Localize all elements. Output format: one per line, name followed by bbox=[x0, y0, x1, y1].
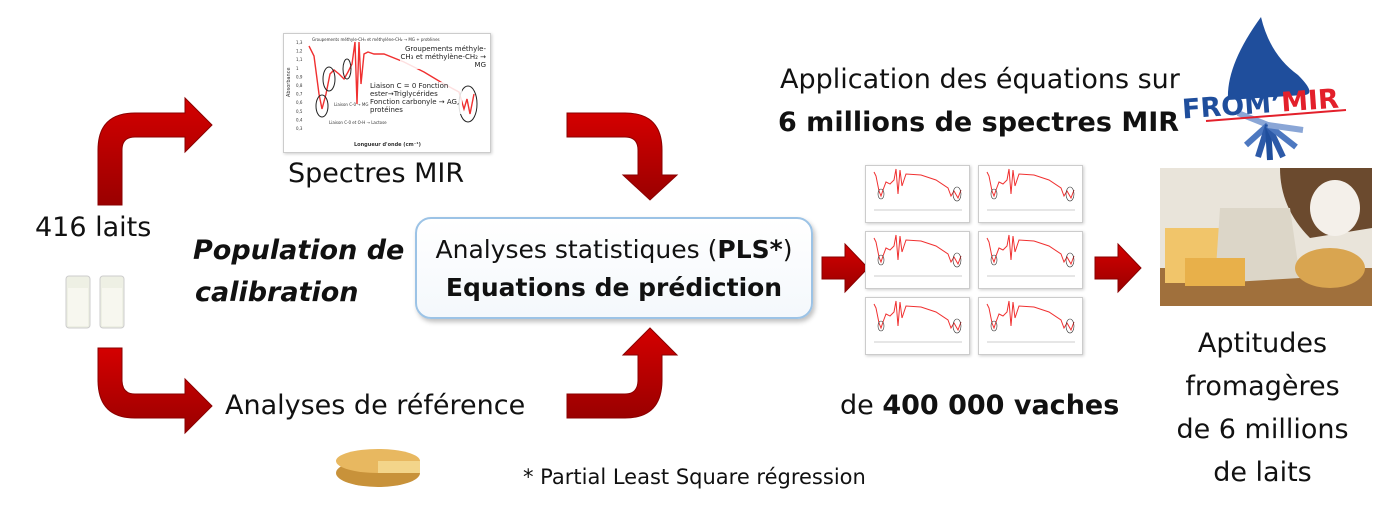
y-tick-label: 0,6 bbox=[296, 100, 303, 105]
cheese-and-cow-photo bbox=[1160, 168, 1372, 306]
mini-spectrum-chart bbox=[865, 297, 970, 355]
application-line1: Application des équations sur bbox=[780, 64, 1180, 95]
pls-acronym: PLS* bbox=[717, 235, 783, 264]
annotation-lactose: Liaison C-0 et O-H → Lactose bbox=[329, 120, 387, 125]
y-tick-label: 0,3 bbox=[296, 126, 303, 131]
mini-spectrum-chart bbox=[978, 165, 1083, 223]
mini-spectrum-plot bbox=[873, 234, 962, 277]
y-tick-label: 0,9 bbox=[296, 74, 303, 79]
mini-spectrum-plot bbox=[986, 234, 1075, 277]
result-line4: de laits bbox=[1213, 457, 1312, 488]
mini-spectrum-chart bbox=[865, 165, 970, 223]
mini-spectrum-chart bbox=[978, 297, 1083, 355]
logo-text-red: MIR bbox=[1280, 83, 1340, 119]
drop-icon bbox=[1205, 17, 1347, 161]
y-tick-label: 1,3 bbox=[296, 40, 303, 45]
cheese-wheel-image bbox=[336, 449, 420, 487]
arrow-reference-to-pls bbox=[566, 327, 679, 419]
y-tick-label: 0,5 bbox=[296, 109, 303, 114]
spectrum-ylabel: Absorbance bbox=[286, 67, 292, 97]
result-line1: Aptitudes bbox=[1197, 328, 1328, 359]
y-tick-label: 1,1 bbox=[296, 57, 303, 62]
population-line1: Population de bbox=[193, 235, 405, 266]
cows-count: 400 000 vaches bbox=[882, 390, 1120, 421]
mini-spectrum-plot bbox=[986, 300, 1075, 343]
y-tick-label: 1 bbox=[296, 66, 299, 71]
arrow-spectra-to-pls bbox=[566, 112, 679, 201]
milk-glasses-image bbox=[65, 275, 125, 329]
spectra-grid bbox=[865, 165, 1087, 355]
y-tick-label: 1,2 bbox=[296, 49, 303, 54]
footnote: * Partial Least Square régression bbox=[523, 465, 866, 489]
mini-spectrum-plot bbox=[873, 168, 962, 211]
annotation-c-o-mg: Liaison C-0 → MG bbox=[334, 102, 368, 107]
cows-prefix: de bbox=[840, 390, 883, 421]
result-line3: de 6 millions bbox=[1176, 414, 1349, 445]
mini-spectrum-chart bbox=[865, 231, 970, 289]
population-calibration-label: Population de calibration bbox=[193, 230, 404, 314]
annotation-ch-mg: Groupements méthyle-CH₃ et méthylène-CH₂… bbox=[400, 45, 486, 69]
annotation-ch-mg-proteins: Groupements méthyle-CH₃ et méthylène-CH₂… bbox=[312, 37, 440, 42]
y-tick-label: 0,8 bbox=[296, 83, 303, 88]
frommir-logo: FROM’MIR bbox=[1178, 15, 1358, 163]
annotation-c-o-ester: Liaison C = 0 Fonction ester→Triglycérid… bbox=[370, 82, 462, 114]
arrow-pls-to-spectra-grid bbox=[821, 242, 869, 294]
result-label: Aptitudes fromagères de 6 millions de la… bbox=[1150, 322, 1375, 494]
pls-prefix: Analyses statistiques ( bbox=[435, 235, 718, 264]
population-line2: calibration bbox=[195, 277, 359, 308]
y-tick-label: 0,7 bbox=[296, 92, 303, 97]
mini-spectrum-plot bbox=[986, 168, 1075, 211]
arrow-milk-to-reference bbox=[97, 347, 213, 435]
y-tick-label: 0,4 bbox=[296, 117, 303, 122]
arrow-milk-to-spectra bbox=[97, 96, 213, 206]
pls-line1: Analyses statistiques (PLS*) bbox=[417, 231, 811, 269]
result-line2: fromagères bbox=[1185, 371, 1340, 402]
pls-analysis-box: Analyses statistiques (PLS*) Equations d… bbox=[415, 217, 813, 319]
spectra-label: Spectres MIR bbox=[288, 158, 465, 189]
prediction-equations-label: Equations de prédiction bbox=[445, 273, 783, 302]
milk-count-label: 416 laits bbox=[35, 212, 152, 243]
application-line2: 6 millions de spectres MIR bbox=[778, 107, 1180, 138]
cows-count-label: de 400 000 vaches bbox=[840, 390, 1119, 421]
mini-spectrum-chart bbox=[978, 231, 1083, 289]
arrow-grid-to-cheese bbox=[1094, 242, 1142, 294]
mini-spectrum-plot bbox=[873, 300, 962, 343]
reference-analyses-label: Analyses de référence bbox=[225, 390, 526, 421]
pls-suffix: ) bbox=[782, 235, 793, 264]
spectrum-xlabel: Longueur d'onde (cm⁻¹) bbox=[354, 142, 421, 148]
